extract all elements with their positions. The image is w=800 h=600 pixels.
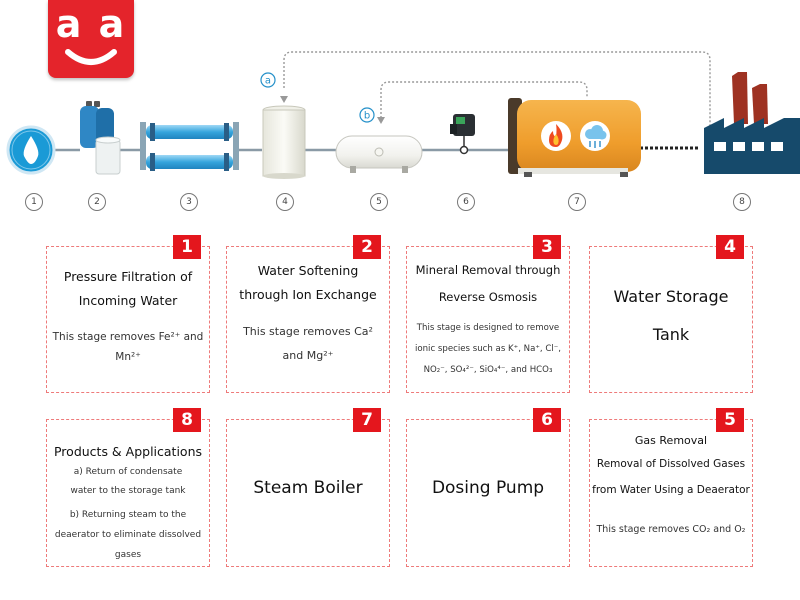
- card-stage-3: 3 Mineral Removal through Reverse Osmosi…: [406, 235, 570, 393]
- filter-vessel-icon: [80, 101, 121, 175]
- card-desc-line: deaerator to eliminate dissolved: [54, 530, 202, 540]
- svg-text:a: a: [265, 76, 271, 87]
- card-stage-4: 4 Water Storage Tank: [589, 235, 753, 393]
- step-number-4: 4: [276, 193, 294, 211]
- card-title-line: Steam Boiler: [253, 478, 363, 498]
- card-stage-5: 5 Gas Removal Removal of Dissolved Gases…: [589, 408, 753, 567]
- card-desc-line: a) Return of condensate: [73, 467, 183, 477]
- card-title-line: Pressure Filtration of: [63, 269, 193, 284]
- card-desc-line: NO₂⁻, SO₄²⁻, SiO₄⁴⁻, and HCO₃: [423, 365, 553, 375]
- marker-b: b: [359, 107, 375, 123]
- steam-icon: [580, 121, 610, 151]
- logo-text: a a: [55, 2, 127, 46]
- step-number-8: 8: [733, 193, 751, 211]
- card-desc-line: This stage removes Fe²⁺ and: [52, 331, 204, 343]
- dosing-pump-icon: [450, 114, 475, 155]
- card-desc-line: This stage removes Ca²: [243, 325, 373, 338]
- card-desc-line: and Mg²⁺: [282, 349, 334, 362]
- brand-logo: a a: [48, 0, 134, 78]
- card-badge: 6: [533, 408, 561, 432]
- card-badge: 3: [533, 235, 561, 259]
- card-title-line: Water Softening: [257, 263, 359, 278]
- card-title-line: Removal of Dissolved Gases: [596, 458, 746, 470]
- step-number-3: 3: [180, 193, 198, 211]
- card-badge: 5: [716, 408, 744, 432]
- card-title-line: Mineral Removal through: [415, 263, 561, 277]
- card-desc-line: water to the storage tank: [70, 486, 186, 496]
- card-stage-6: 6 Dosing Pump: [406, 408, 570, 567]
- svg-text:b: b: [364, 111, 370, 122]
- card-title-line: Reverse Osmosis: [438, 290, 538, 304]
- card-badge: 2: [353, 235, 381, 259]
- card-desc-line: This stage removes CO₂ and O₂: [596, 524, 746, 535]
- boiler-icon: [508, 98, 641, 177]
- card-title-line: through Ion Exchange: [239, 287, 377, 302]
- card-badge: 4: [716, 235, 744, 259]
- card-stage-1: 1 Pressure Filtration of Incoming Water …: [46, 235, 210, 393]
- card-title-line: Gas Removal: [634, 434, 708, 447]
- return-line-a: [280, 51, 711, 128]
- card-stage-7: 7 Steam Boiler: [226, 408, 390, 567]
- card-title-line: Tank: [652, 325, 690, 344]
- card-desc-line: ionic species such as K⁺, Na⁺, Cl⁻,: [414, 344, 562, 354]
- card-title-line: from Water Using a Deaerator: [592, 484, 750, 496]
- card-desc-line: b) Returning steam to the: [69, 510, 187, 520]
- process-diagram: a b: [6, 51, 800, 179]
- card-stage-2: 2 Water Softening through Ion Exchange T…: [226, 235, 390, 393]
- step-number-6: 6: [457, 193, 475, 211]
- marker-a: a: [260, 72, 276, 88]
- step-number-1: 1: [25, 193, 43, 211]
- card-badge: 7: [353, 408, 381, 432]
- card-desc-line: gases: [114, 550, 142, 560]
- step-number-7: 7: [568, 193, 586, 211]
- card-desc-line: This stage is designed to remove: [416, 323, 560, 333]
- ro-membrane-icon: [140, 122, 239, 171]
- card-stage-8: 8 Products & Applications a) Return of c…: [46, 408, 210, 567]
- flame-icon: [541, 121, 571, 151]
- storage-tank-icon: [262, 105, 306, 179]
- smile-icon: [65, 49, 117, 65]
- step-number-2: 2: [88, 193, 106, 211]
- card-badge: 8: [173, 408, 201, 432]
- card-title-line: Dosing Pump: [431, 478, 545, 498]
- card-badge: 1: [173, 235, 201, 259]
- return-line-b: [377, 81, 588, 124]
- card-title-line: Incoming Water: [78, 293, 178, 308]
- water-drop-icon: [6, 125, 56, 175]
- card-title-line: Products & Applications: [53, 444, 203, 459]
- step-number-5: 5: [370, 193, 388, 211]
- factory-icon: [704, 72, 800, 174]
- deaerator-icon: [335, 135, 423, 173]
- card-title-line: Water Storage: [613, 287, 729, 306]
- card-desc-line: Mn²⁺: [115, 351, 141, 363]
